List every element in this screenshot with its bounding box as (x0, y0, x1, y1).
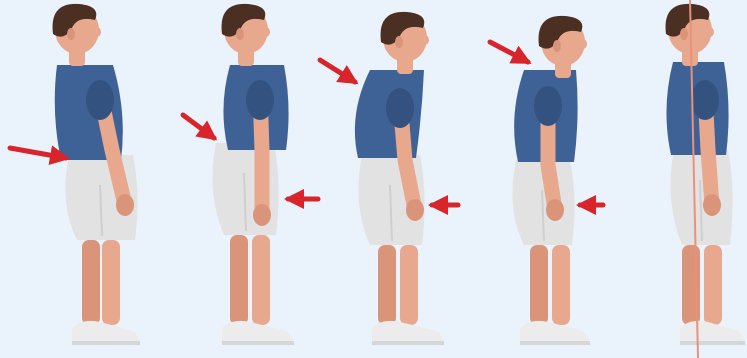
hand (703, 194, 721, 216)
sleeve (86, 80, 114, 120)
ear (395, 36, 403, 48)
leg (102, 240, 120, 325)
nose (421, 35, 429, 45)
leg (230, 235, 248, 325)
sleeve (691, 80, 719, 120)
ear (553, 40, 561, 52)
ear (680, 28, 688, 40)
leg (704, 245, 722, 325)
sleeve (246, 80, 274, 120)
leg (530, 245, 548, 325)
leg (552, 245, 570, 325)
nose (706, 27, 714, 37)
sleeve (534, 86, 562, 126)
leg (400, 245, 418, 325)
hand (116, 194, 134, 216)
hand (546, 199, 564, 221)
shoe-sole (680, 341, 745, 345)
leg (82, 240, 100, 325)
leg (378, 245, 396, 325)
nose (262, 27, 270, 37)
ear (67, 28, 75, 40)
shoe-sole (222, 341, 294, 345)
shoe-sole (520, 341, 590, 345)
ear (236, 28, 244, 40)
shoe-sole (72, 341, 140, 345)
hand (253, 204, 271, 226)
nose (579, 39, 587, 49)
hand (406, 199, 424, 221)
nose (93, 27, 101, 37)
leg (252, 235, 270, 325)
shoe-sole (372, 341, 444, 345)
sleeve (386, 88, 414, 128)
